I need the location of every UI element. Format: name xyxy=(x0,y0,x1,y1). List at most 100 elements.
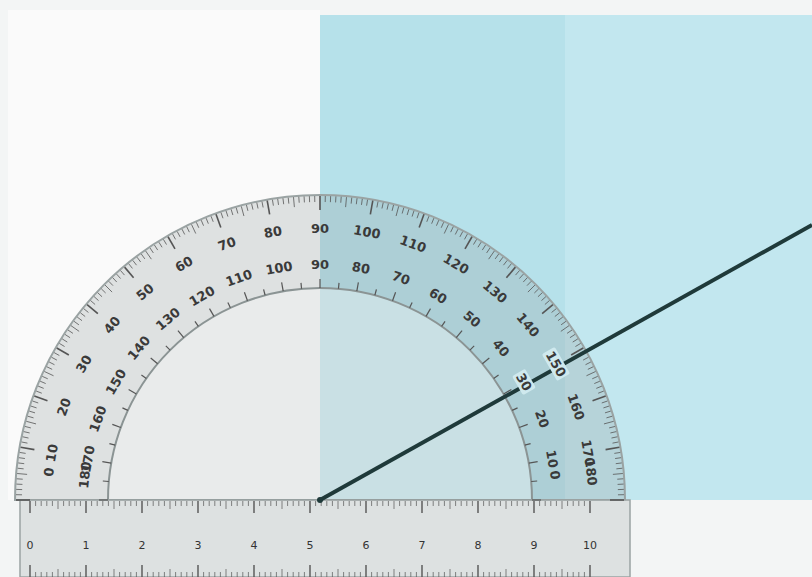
tick-mark xyxy=(319,196,321,210)
tick-mark xyxy=(282,282,284,291)
tick-mark xyxy=(231,209,233,215)
tick-mark xyxy=(558,317,563,321)
tick-mark xyxy=(74,501,75,506)
tick-mark xyxy=(287,501,288,506)
tick-mark xyxy=(236,208,238,214)
degree-number: 180 xyxy=(76,459,94,492)
tick-mark xyxy=(36,391,42,393)
tick-mark xyxy=(613,473,623,475)
tick-mark xyxy=(122,408,127,411)
tick-mark xyxy=(58,501,59,509)
tick-mark xyxy=(71,326,79,332)
tick-mark xyxy=(282,198,284,204)
tick-mark xyxy=(18,468,24,470)
tick-mark xyxy=(265,572,266,577)
tick-mark xyxy=(159,242,162,247)
tick-mark xyxy=(542,305,553,314)
tick-mark xyxy=(402,208,404,214)
tick-mark xyxy=(605,411,611,413)
ruler-number: 0 xyxy=(27,540,34,551)
tick-mark xyxy=(151,358,158,364)
tick-mark xyxy=(178,331,184,338)
tick-mark xyxy=(377,572,378,577)
tick-mark xyxy=(209,501,210,506)
tick-mark xyxy=(561,326,569,332)
tick-mark xyxy=(288,198,290,204)
tick-mark xyxy=(277,199,279,205)
tick-mark xyxy=(349,572,350,577)
tick-mark xyxy=(503,260,507,265)
tick-mark xyxy=(335,196,336,202)
tick-mark xyxy=(477,565,478,577)
tick-mark xyxy=(522,572,523,577)
tick-mark xyxy=(52,357,57,360)
tick-mark xyxy=(105,285,112,292)
tick-mark xyxy=(375,289,377,295)
tick-mark xyxy=(129,264,133,269)
tick-mark xyxy=(25,426,31,427)
tick-mark xyxy=(584,572,585,577)
tick-mark xyxy=(102,572,103,577)
tick-mark xyxy=(325,196,326,202)
tick-mark xyxy=(158,501,159,506)
tick-mark xyxy=(197,565,198,577)
tick-mark xyxy=(506,501,507,509)
tick-mark xyxy=(80,501,81,506)
tick-mark xyxy=(410,572,411,577)
tick-mark xyxy=(578,572,579,577)
tick-mark xyxy=(392,205,393,211)
tick-mark xyxy=(22,442,28,443)
tick-mark xyxy=(506,569,507,577)
tick-mark xyxy=(616,468,622,470)
tick-mark xyxy=(293,501,294,506)
tick-mark xyxy=(343,572,344,577)
tick-mark xyxy=(332,501,333,506)
tick-mark xyxy=(602,401,608,403)
tick-mark xyxy=(195,321,198,326)
tick-mark xyxy=(117,274,121,278)
tick-mark xyxy=(209,572,210,577)
tick-mark xyxy=(84,309,89,313)
tick-mark xyxy=(482,358,489,364)
tick-mark xyxy=(442,321,445,326)
tick-mark xyxy=(315,501,316,506)
tick-mark xyxy=(248,572,249,577)
degree-number: 70 xyxy=(214,234,240,256)
degree-number: 100 xyxy=(262,257,295,277)
tick-mark xyxy=(506,267,515,278)
tick-mark xyxy=(242,501,243,506)
tick-mark xyxy=(338,569,339,577)
degree-number: 50 xyxy=(458,306,485,332)
tick-mark xyxy=(314,196,315,202)
degree-number: 150 xyxy=(101,365,130,399)
tick-mark xyxy=(533,501,534,513)
tick-mark xyxy=(527,281,531,285)
tick-mark xyxy=(539,501,540,506)
tick-mark xyxy=(438,501,439,506)
tick-mark xyxy=(588,367,593,370)
tick-mark xyxy=(427,501,428,506)
tick-mark xyxy=(35,572,36,577)
tick-mark xyxy=(231,501,232,506)
tick-mark xyxy=(533,565,534,577)
tick-mark xyxy=(228,302,231,307)
tick-mark xyxy=(237,501,238,506)
tick-mark xyxy=(309,196,310,202)
tick-mark xyxy=(321,572,322,577)
tick-mark xyxy=(170,569,171,577)
tick-mark xyxy=(438,572,439,577)
tick-mark xyxy=(248,501,249,506)
tick-mark xyxy=(489,572,490,577)
tick-mark xyxy=(158,572,159,577)
tick-mark xyxy=(603,406,609,408)
tick-mark xyxy=(393,292,396,300)
tick-mark xyxy=(220,501,221,506)
degree-number: 90 xyxy=(309,257,331,272)
tick-mark xyxy=(241,206,244,216)
tick-mark xyxy=(121,271,125,276)
tick-mark xyxy=(57,348,69,355)
tick-mark xyxy=(175,572,176,577)
tick-mark xyxy=(541,297,545,301)
tick-mark xyxy=(436,220,438,226)
tick-mark xyxy=(16,484,22,485)
